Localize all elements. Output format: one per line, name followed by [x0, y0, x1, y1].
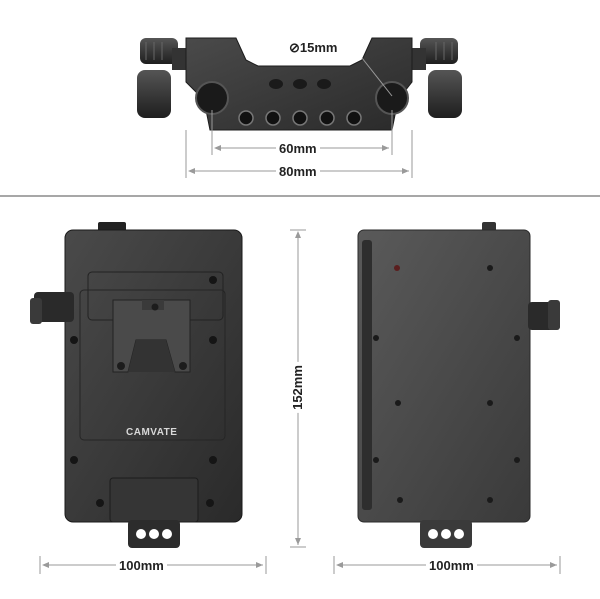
- clamp-width-label: 80mm: [276, 164, 320, 179]
- rod-clamp: [137, 37, 462, 131]
- plate-width-front-label: 100mm: [116, 558, 167, 573]
- right-knob: [410, 38, 462, 118]
- rod-spacing-label: 60mm: [276, 141, 320, 156]
- plate-height-label: 152mm: [289, 362, 305, 413]
- plate-width-back-label: 100mm: [426, 558, 477, 573]
- mount-holes: [238, 110, 362, 126]
- v-mount-plate: [112, 299, 191, 373]
- brand-logo: CAMVATE: [126, 427, 178, 438]
- left-knob: [137, 38, 188, 118]
- front-plate: [30, 222, 243, 548]
- back-plate: [357, 222, 560, 548]
- rod-diameter-label: ⊘15mm: [289, 40, 338, 55]
